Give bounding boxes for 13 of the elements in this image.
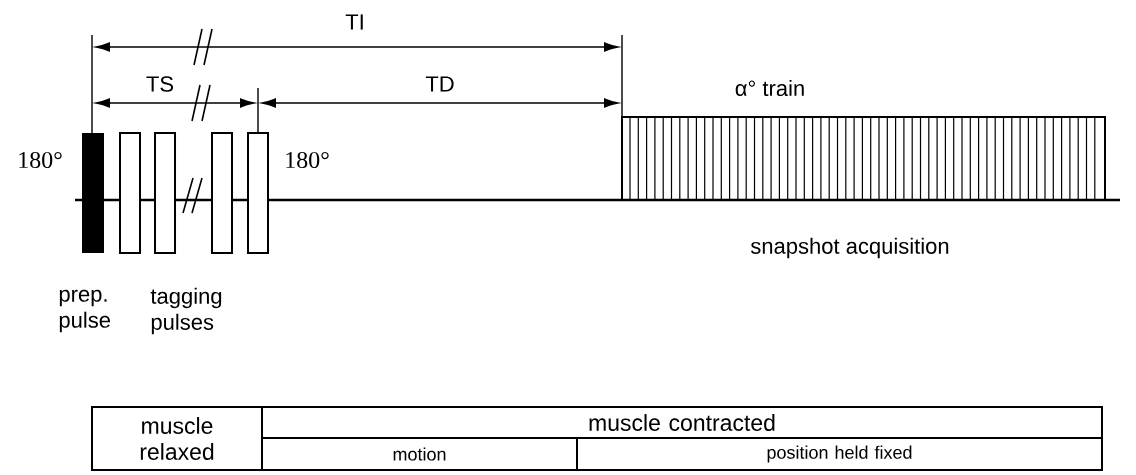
pulse-label: TD bbox=[425, 76, 454, 92]
pulse-label: 180° bbox=[19, 151, 62, 169]
table-cell: motion bbox=[261, 437, 578, 471]
pulse-label: 180° bbox=[286, 151, 329, 169]
table-cell: position held fixed bbox=[576, 437, 1103, 471]
pulse-label: α° train bbox=[735, 79, 804, 97]
table-cell: muscle relaxed bbox=[91, 406, 263, 471]
pulse-label: prep. pulse bbox=[59, 289, 110, 333]
pulse-label: tagging pulses bbox=[150, 287, 222, 335]
pulse-label: TI bbox=[345, 14, 363, 30]
pulse-label: snapshot acquisition bbox=[750, 237, 949, 259]
table-cell: muscle contracted bbox=[261, 406, 1103, 439]
pulse-label: TS bbox=[146, 76, 174, 92]
